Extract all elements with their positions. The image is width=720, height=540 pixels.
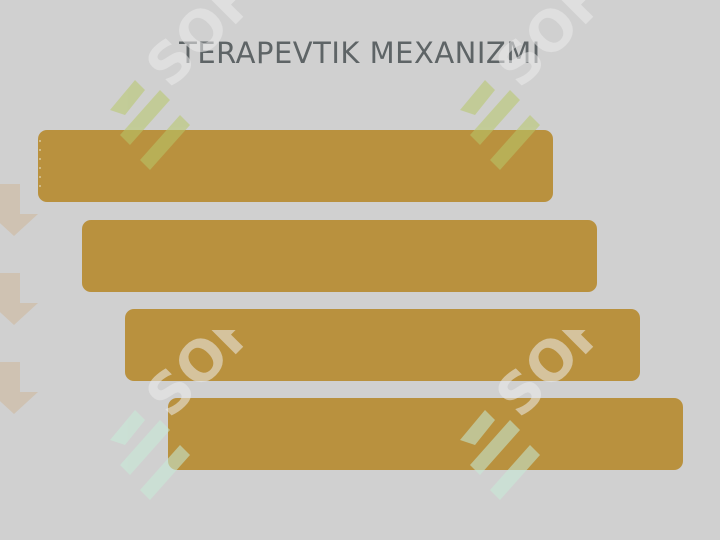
content-box-1 — [38, 130, 553, 202]
content-box-3 — [125, 309, 640, 381]
content-box-4 — [168, 398, 683, 470]
down-arrow-icon — [0, 362, 38, 414]
down-arrow-icon — [0, 184, 38, 236]
down-arrow-icon — [0, 273, 38, 325]
bullet-dots — [38, 140, 44, 190]
content-box-2 — [82, 220, 597, 292]
slide-title: TERAPEVTIK MEXANIZMI — [179, 36, 541, 70]
